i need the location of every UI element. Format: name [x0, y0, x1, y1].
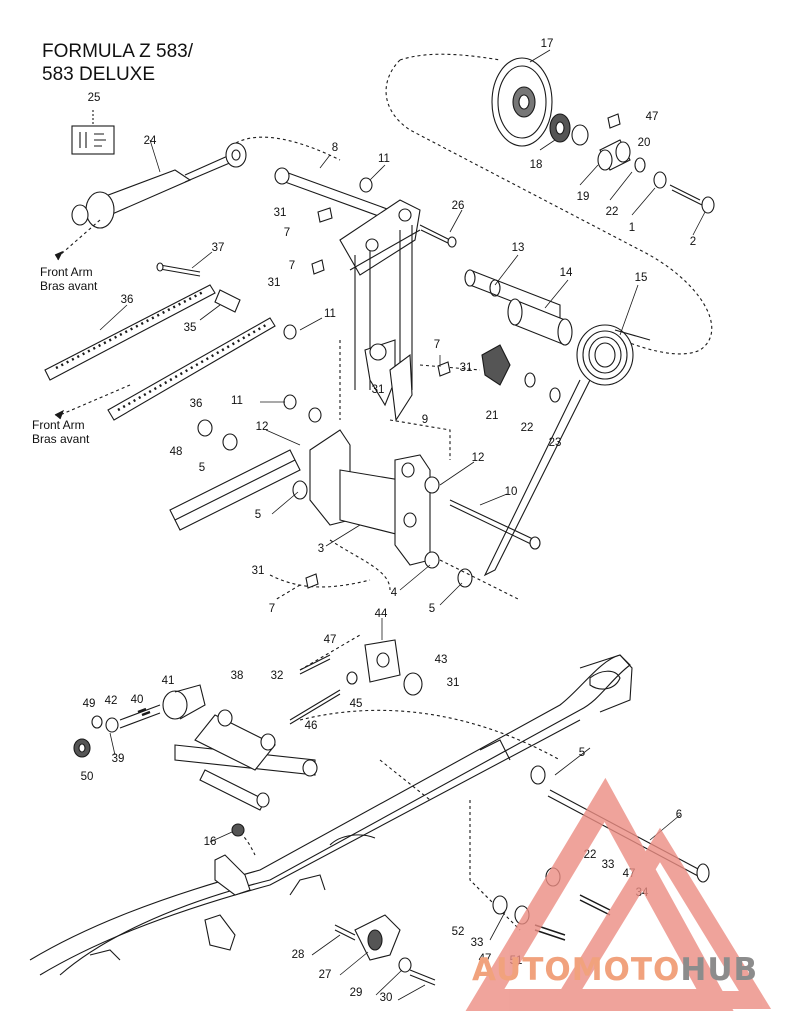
callout-number: 10: [505, 486, 518, 498]
rear-arm: [309, 429, 440, 591]
callout-number: 5: [255, 509, 261, 521]
callout-number: 41: [162, 675, 175, 687]
callout-number: 31: [268, 277, 281, 289]
callout-number: 31: [252, 565, 265, 577]
callout-number: 1: [629, 222, 635, 234]
callout-number: 13: [512, 242, 525, 254]
callout-number: 5: [429, 603, 435, 615]
automotohub-logo-icon: [465, 777, 772, 1011]
torsion-spring: [483, 324, 651, 577]
callout-number: 24: [144, 135, 157, 147]
callout-number: 12: [256, 421, 269, 433]
callout-number: 44: [375, 608, 388, 620]
callout-number: 7: [434, 339, 440, 351]
callout-number: 37: [212, 242, 225, 254]
callout-number: 7: [269, 603, 275, 615]
callout-number: 33: [602, 859, 615, 871]
callout-number: 26: [452, 200, 465, 212]
callout-number: 48: [170, 446, 183, 458]
logo-word-automoto: AUTOMOTO: [472, 952, 681, 988]
callout-number: 31: [274, 207, 287, 219]
callout-number: 2: [690, 236, 696, 248]
pivot-arm-assembly: [339, 199, 451, 460]
callout-number: 23: [549, 437, 562, 449]
callout-number: 6: [676, 809, 682, 821]
callout-number: 39: [112, 753, 125, 765]
callout-number: 16: [204, 836, 217, 848]
callout-number: 47: [324, 634, 337, 646]
callout-number: 21: [486, 410, 499, 422]
diagram-title: FORMULA Z 583/ 583 DELUXE: [42, 40, 193, 86]
callout-number: 47: [479, 953, 492, 965]
callout-number: 25: [88, 92, 101, 104]
callout-number: 47: [646, 111, 659, 123]
callout-number: 9: [422, 414, 428, 426]
callout-number: 49: [83, 698, 96, 710]
callout-number: 36: [190, 398, 203, 410]
callout-number: 11: [324, 308, 336, 320]
front-arm-label: Front Arm: [32, 418, 85, 432]
callout-number: 17: [541, 38, 554, 50]
callout-number: 45: [350, 698, 363, 710]
callout-number: 50: [81, 771, 94, 783]
callout-number: 31: [447, 677, 460, 689]
callout-number: 36: [121, 294, 134, 306]
callout-number: 29: [350, 987, 363, 999]
callout-number: 27: [319, 969, 332, 981]
callout-number: 30: [380, 992, 393, 1004]
callout-number: 38: [231, 670, 244, 682]
guide-loop-outline: [385, 59, 713, 355]
callout-number: 5: [199, 462, 205, 474]
callout-number: 7: [284, 227, 290, 239]
callout-number: 52: [452, 926, 465, 938]
callout-number: 46: [305, 720, 318, 732]
front-arm-note-1: Front Arm Bras avant: [40, 265, 97, 293]
front-arm-label: Front Arm: [40, 265, 93, 279]
callout-number: 4: [391, 587, 398, 599]
callout-number: 18: [530, 159, 543, 171]
title-line-2: 583 DELUXE: [42, 64, 156, 85]
warning-label: [71, 125, 115, 155]
shock-absorber: [71, 136, 341, 229]
bras-avant-label: Bras avant: [40, 279, 98, 293]
callout-number: 12: [472, 452, 485, 464]
callout-number: 22: [521, 422, 534, 434]
rear-axle-assembly: [174, 709, 318, 811]
callout-number: 11: [231, 395, 243, 407]
callout-number: 11: [378, 153, 390, 165]
callout-number: 31: [372, 384, 385, 396]
callout-number: 15: [635, 272, 648, 284]
adjustment-link-lower: [107, 317, 276, 421]
callout-number: 35: [184, 322, 197, 334]
logo-word-hub: HUB: [680, 952, 759, 988]
callout-number: 22: [584, 849, 597, 861]
callout-number: 22: [606, 206, 619, 218]
logo-wordmark: AUTOMOTOHUB: [472, 952, 758, 988]
idler-wheel: [491, 57, 553, 147]
callout-number: 32: [271, 670, 284, 682]
callout-number: 40: [131, 694, 144, 706]
callout-number: 42: [105, 695, 118, 707]
callout-number: 19: [577, 191, 590, 203]
front-arm-note-2: Front Arm Bras avant: [32, 418, 89, 446]
callout-number: 3: [318, 543, 324, 555]
callout-number: 28: [292, 949, 305, 961]
bras-avant-label: Bras avant: [32, 432, 90, 446]
callout-number: 20: [638, 137, 651, 149]
callout-number: 33: [471, 937, 484, 949]
title-line-1: FORMULA Z 583/: [42, 41, 193, 62]
callout-number: 7: [289, 260, 295, 272]
callout-number: 5: [579, 747, 585, 759]
stopper-block: [364, 639, 401, 683]
adjustment-link-upper: [44, 284, 216, 381]
callout-number: 14: [560, 267, 573, 279]
callout-number: 43: [435, 654, 448, 666]
slide-rail: [29, 654, 633, 976]
callout-number: 31: [460, 362, 473, 374]
callout-number: 8: [332, 142, 338, 154]
